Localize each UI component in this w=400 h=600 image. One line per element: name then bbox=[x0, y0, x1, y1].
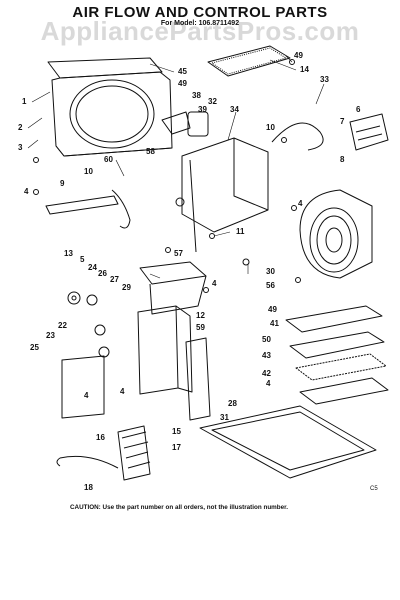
part-label: 3 bbox=[18, 143, 23, 152]
part-label: 39 bbox=[198, 105, 207, 114]
part-label: 2 bbox=[18, 123, 23, 132]
front-panel bbox=[47, 57, 173, 157]
part-label: 10 bbox=[266, 123, 275, 132]
part-label: 49 bbox=[268, 305, 277, 314]
part-label: 4 bbox=[24, 187, 29, 196]
air-filter bbox=[207, 45, 291, 77]
part-label: 14 bbox=[300, 65, 309, 74]
part-label: 26 bbox=[98, 269, 107, 278]
part-label: 28 bbox=[228, 399, 237, 408]
part-label: 42 bbox=[262, 369, 271, 378]
control-panel bbox=[349, 113, 389, 151]
part-label: 4 bbox=[84, 391, 89, 400]
power-cord bbox=[271, 122, 324, 151]
part-label: 57 bbox=[174, 249, 183, 258]
part-label: 32 bbox=[208, 97, 217, 106]
part-label: 41 bbox=[270, 319, 279, 328]
part-label: 33 bbox=[320, 75, 329, 84]
part-label: 38 bbox=[192, 91, 201, 100]
part-label: 4 bbox=[298, 199, 303, 208]
part-label: 9 bbox=[60, 179, 65, 188]
part-label: 49 bbox=[294, 51, 303, 60]
part-label: 45 bbox=[178, 67, 187, 76]
part-label: 4 bbox=[120, 387, 125, 396]
caution-note: CAUTION: Use the part number on all orde… bbox=[70, 504, 288, 511]
part-label: 22 bbox=[58, 321, 67, 330]
part-label: 10 bbox=[84, 167, 93, 176]
part-label: 50 bbox=[262, 335, 271, 344]
part-label: 5 bbox=[80, 255, 85, 264]
part-label: 13 bbox=[64, 249, 73, 258]
part-label: 17 bbox=[172, 443, 181, 452]
part-label: 34 bbox=[230, 105, 239, 114]
part-label: 24 bbox=[88, 263, 97, 272]
part-label: 59 bbox=[196, 323, 205, 332]
part-label: 8 bbox=[340, 155, 345, 164]
part-label: 15 bbox=[172, 427, 181, 436]
reference-code: C5 bbox=[370, 486, 378, 492]
part-label: 60 bbox=[104, 155, 113, 164]
part-label: 12 bbox=[196, 311, 205, 320]
part-label: 43 bbox=[262, 351, 271, 360]
part-label: 56 bbox=[266, 281, 275, 290]
part-label: 58 bbox=[146, 147, 155, 156]
part-label: 16 bbox=[96, 433, 105, 442]
part-label: 29 bbox=[122, 283, 131, 292]
part-label: 11 bbox=[236, 227, 245, 236]
part-label: 18 bbox=[84, 483, 93, 492]
diagram-title: AIR FLOW AND CONTROL PARTS bbox=[72, 4, 328, 21]
part-label: 4 bbox=[212, 279, 217, 288]
part-label: 1 bbox=[22, 97, 27, 106]
model-number: For Model: 106.8711492 bbox=[160, 20, 240, 27]
part-label: 31 bbox=[220, 413, 229, 422]
part-label: 27 bbox=[110, 275, 119, 284]
part-label: 7 bbox=[340, 117, 345, 126]
part-label: 49 bbox=[178, 79, 187, 88]
part-label: 6 bbox=[356, 105, 361, 114]
part-label: 4 bbox=[266, 379, 271, 388]
part-label: 25 bbox=[30, 343, 39, 352]
part-label: 23 bbox=[46, 331, 55, 340]
part-label: 30 bbox=[266, 267, 275, 276]
